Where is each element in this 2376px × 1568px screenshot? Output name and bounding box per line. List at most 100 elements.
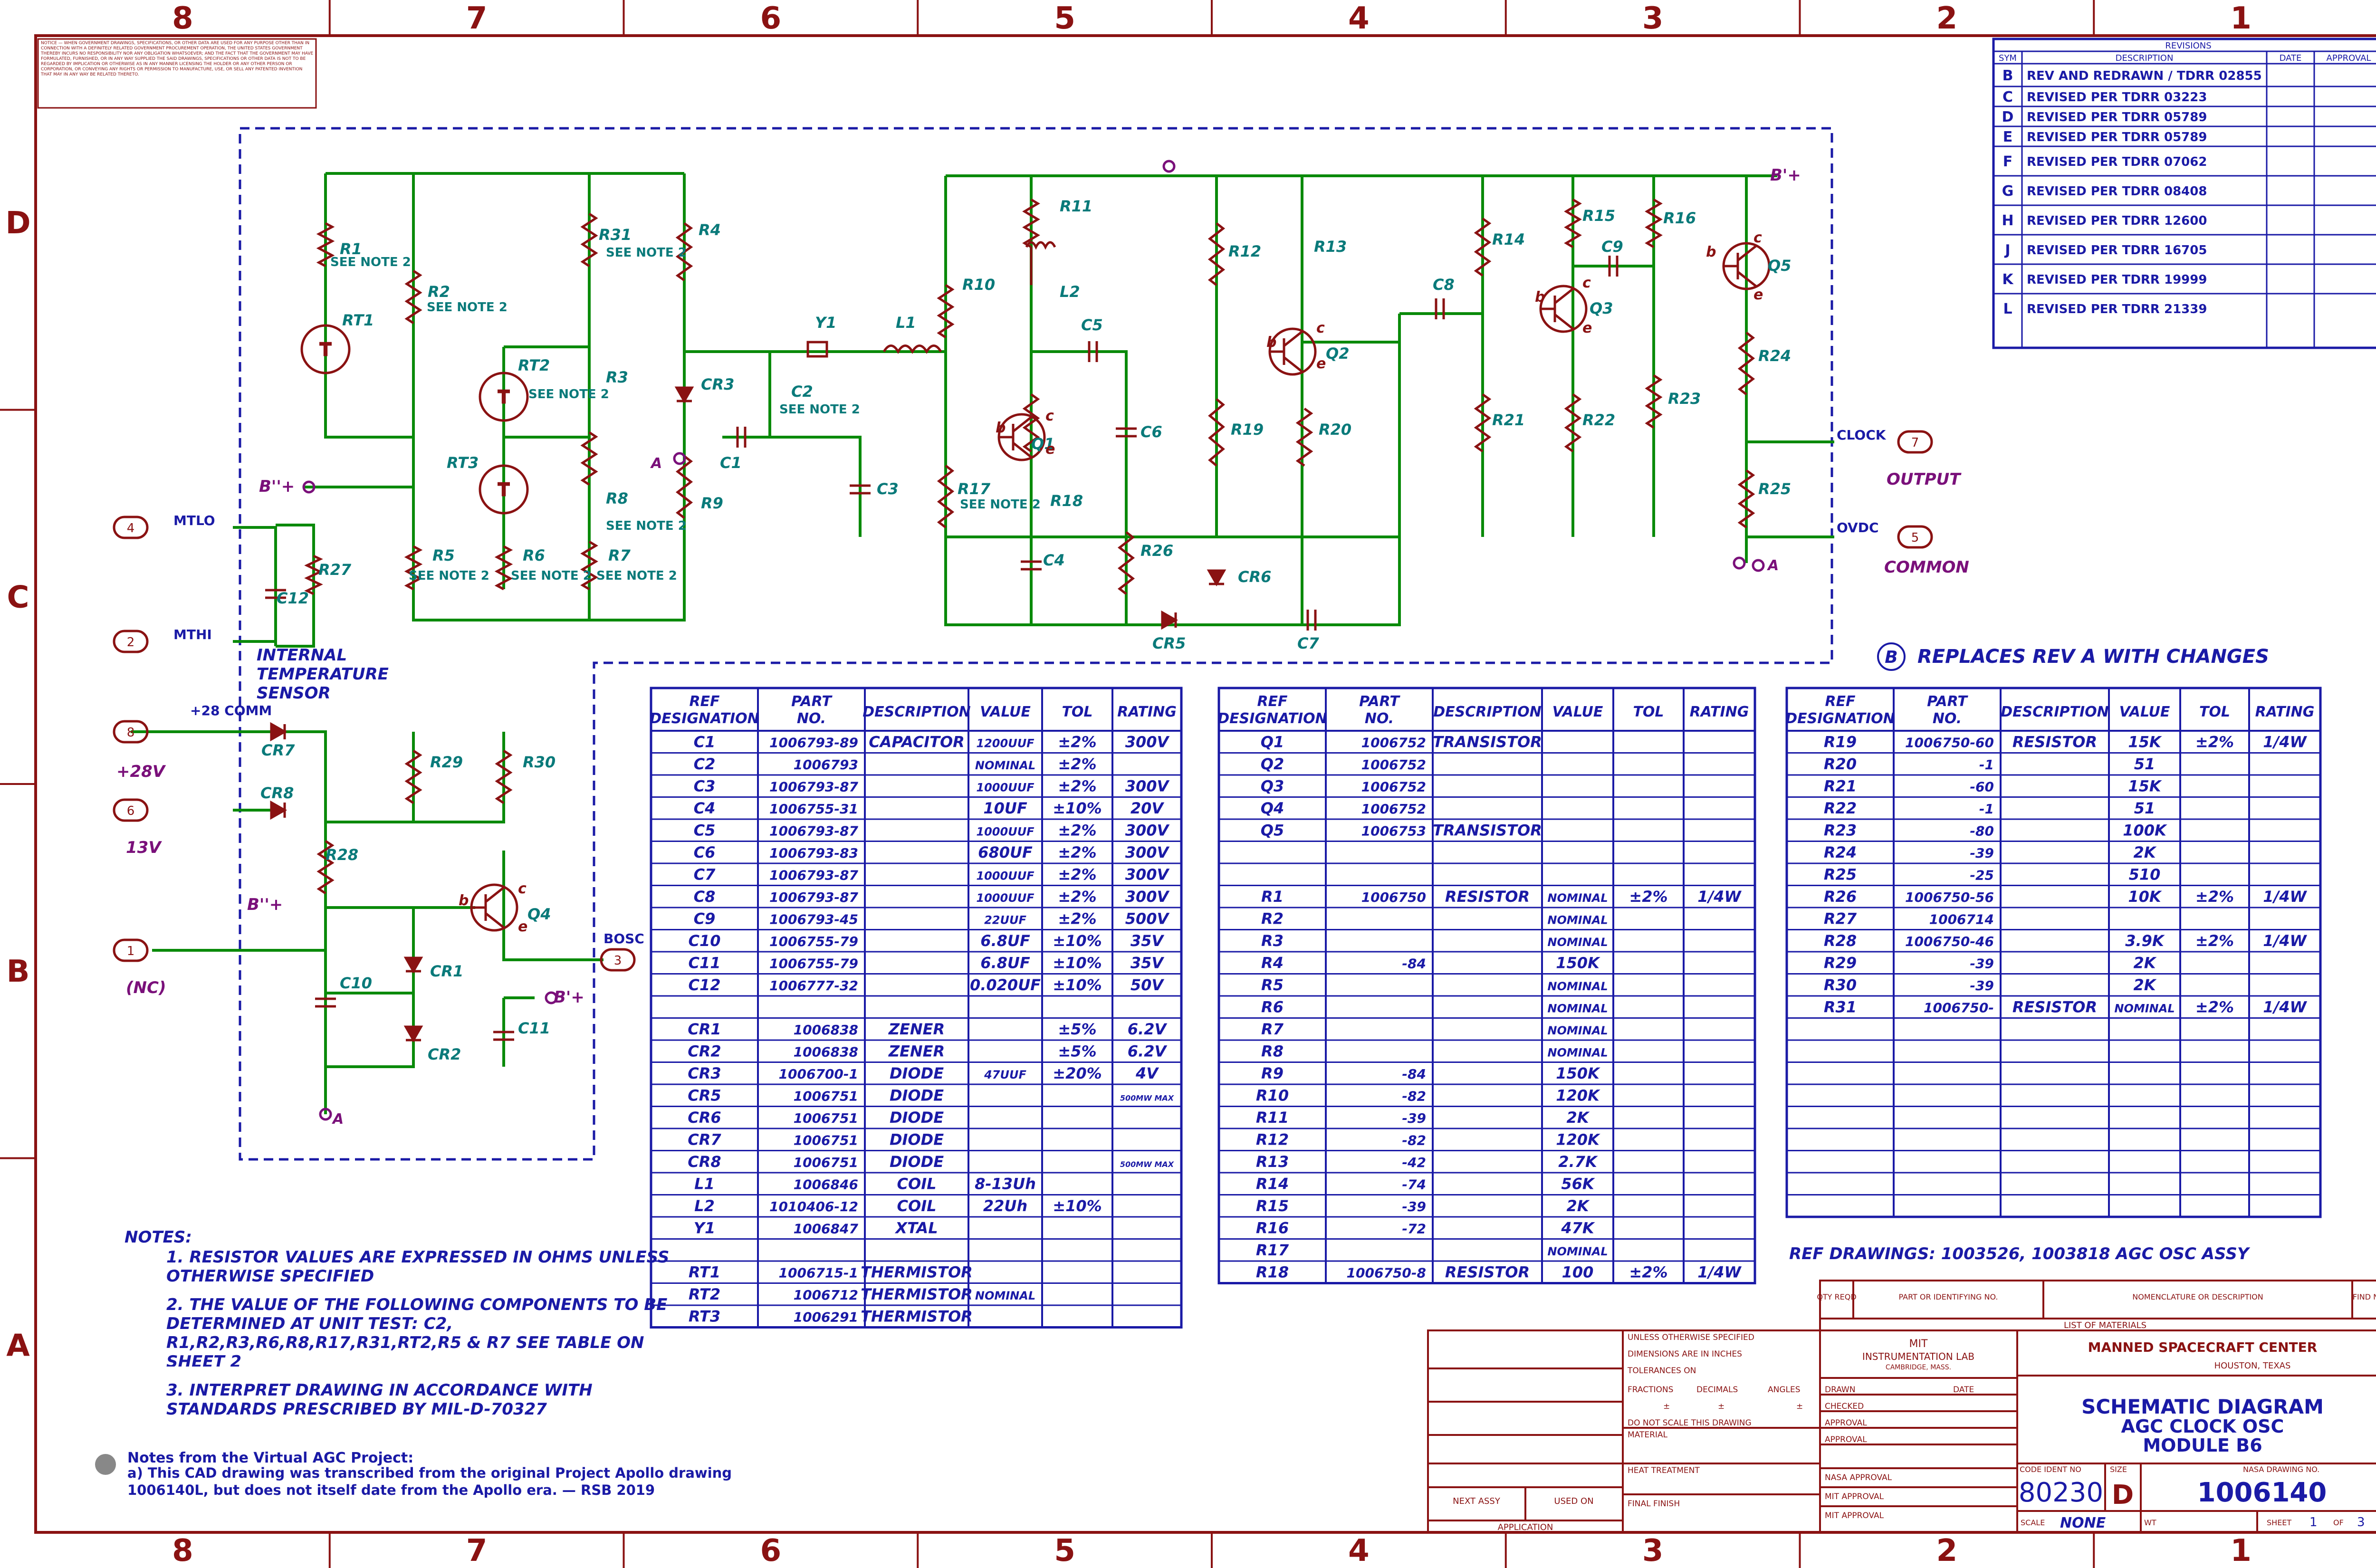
net-bpp: B''+ (259, 477, 295, 496)
table-cell: ±10% (1053, 976, 1102, 994)
component-label-r26: R26 (1140, 542, 1173, 560)
table-cell: R16 (1256, 1219, 1289, 1237)
component-label-r10: R10 (962, 276, 995, 294)
table-cell: R8 (1261, 1042, 1284, 1060)
table-cell: 22Uh (983, 1197, 1027, 1215)
msc: MANNED SPACECRAFT CENTER (2088, 1339, 2318, 1355)
scale-label: SCALE (2021, 1518, 2045, 1527)
table-cell: R29 (1824, 954, 1857, 972)
table-cell: 1006752 (1361, 801, 1426, 817)
notice-text: NOTICE — WHEN GOVERNMENT DRAWINGS, SPECI… (41, 41, 314, 77)
table-cell: 1/4W (2263, 733, 2307, 751)
zone-col-7: 7 (466, 1, 488, 36)
component-label-rt2: RT2 (518, 356, 550, 374)
nasa-dwg-label: NASA DRAWING NO. (2243, 1465, 2319, 1474)
table-cell: 1006714 (1929, 911, 1994, 927)
application: APPLICATION (1498, 1522, 1553, 1532)
table-cell: 1006753 (1361, 823, 1426, 839)
component-label-c10: C10 (340, 974, 372, 992)
revision-description: REVISED PER TDRR 08408 (2027, 184, 2207, 199)
zone-col-4: 4 (1348, 1533, 1370, 1568)
table-cell: 2K (2133, 843, 2156, 861)
table-cell: ±2% (1058, 821, 1096, 839)
table-cell: 1006793-89 (769, 735, 858, 750)
table-cell: 2K (2133, 954, 2156, 972)
table-cell: ±2% (1058, 777, 1096, 795)
sheet-total: 3 (2357, 1515, 2365, 1530)
component-label-r31: R31 (599, 226, 632, 244)
net-clock: CLOCK (1837, 427, 1887, 443)
table-header: DESIGNATION (650, 710, 759, 727)
zone-col-6: 6 (760, 1533, 782, 1568)
table-cell: 1006750-56 (1905, 889, 1994, 905)
table-cell: 8-13Uh (975, 1175, 1036, 1193)
drawing-title: MODULE B6 (2143, 1435, 2262, 1456)
table-cell: 1006755-79 (769, 956, 858, 971)
table-cell: R28 (1824, 932, 1857, 950)
table-cell: XTAL (894, 1219, 938, 1237)
table-header: REF (1825, 693, 1856, 710)
revisions-header: DATE (2280, 53, 2302, 63)
transistor-terminal: b (1535, 289, 1545, 306)
table-cell: NOMINAL (1547, 1245, 1608, 1258)
table-cell: 1006793-87 (769, 867, 858, 883)
revision-sym: D (2002, 109, 2014, 125)
table-cell: 1/4W (1697, 888, 1742, 906)
table-cell: R23 (1824, 821, 1857, 839)
component-label-r28: R28 (326, 846, 358, 864)
instrumentation-lab: INSTRUMENTATION LAB (1862, 1351, 1974, 1362)
component-label-q5: Q5 (1768, 257, 1791, 275)
table-cell: -82 (1402, 1132, 1426, 1148)
tol-text: ± (1718, 1402, 1725, 1411)
table-cell: 6.8UF (980, 932, 1030, 950)
table-cell: THERMISTOR (861, 1263, 973, 1281)
net-ovdc: OVDC (1837, 520, 1879, 535)
component-label-rt3: RT3 (447, 454, 479, 472)
table-cell: ±2% (1058, 755, 1096, 773)
revision-description: REVISED PER TDRR 05789 (2027, 130, 2207, 144)
table-cell: 50V (1131, 976, 1165, 994)
drawing-title: SCHEMATIC DIAGRAM (2081, 1395, 2324, 1418)
table-cell: L2 (694, 1197, 715, 1215)
table-cell: TRANSISTOR (1433, 733, 1542, 751)
component-label-cr5: CR5 (1152, 634, 1186, 652)
table-cell: ±2% (1629, 1263, 1667, 1281)
transistor-terminal: e (1582, 320, 1592, 336)
revision-sym: H (2002, 212, 2013, 229)
component-label-r17: R17 (958, 480, 991, 498)
net-common: COMMON (1884, 558, 1969, 577)
table-cell: 1006752 (1361, 757, 1426, 773)
table-cell: 47UUF (984, 1068, 1026, 1081)
see-note-2: SEE NOTE 2 (528, 387, 609, 402)
table-cell: 500MW MAX (1120, 1093, 1174, 1102)
table-cell: 1006751 (794, 1088, 858, 1104)
component-label-r14: R14 (1492, 230, 1525, 249)
revision-sym: E (2003, 129, 2013, 145)
component-label-q2: Q2 (1326, 344, 1349, 363)
table-cell: R27 (1824, 909, 1857, 927)
tol-text: DO NOT SCALE THIS DRAWING (1628, 1418, 1752, 1428)
table-cell: 1006751 (794, 1155, 858, 1170)
component-label-r29: R29 (430, 753, 463, 771)
table-cell: C4 (694, 799, 716, 817)
table-cell: 3.9K (2125, 932, 2165, 950)
lom-header: FIND NO. (2353, 1292, 2376, 1301)
component-label-c11: C11 (518, 1019, 550, 1037)
table-cell: 1/4W (2263, 932, 2307, 950)
thermistor-t: T (498, 388, 509, 407)
table-cell: 300V (1125, 777, 1170, 795)
table-header: TOL (2199, 704, 2230, 720)
table-cell: -39 (1970, 845, 1994, 861)
component-label-c7: C7 (1297, 634, 1319, 652)
table-cell: ZENER (888, 1020, 945, 1038)
table-cell: 1000UUF (976, 891, 1035, 905)
table-cell: CR6 (688, 1109, 721, 1127)
table-cell: CR8 (688, 1153, 721, 1171)
table-cell: 1006777-32 (769, 978, 858, 994)
table-cell: R9 (1261, 1064, 1284, 1082)
revision-description: REVISED PER TDRR 19999 (2027, 273, 2207, 287)
pin-number: 2 (127, 635, 135, 650)
table-header: RATING (2255, 704, 2315, 720)
